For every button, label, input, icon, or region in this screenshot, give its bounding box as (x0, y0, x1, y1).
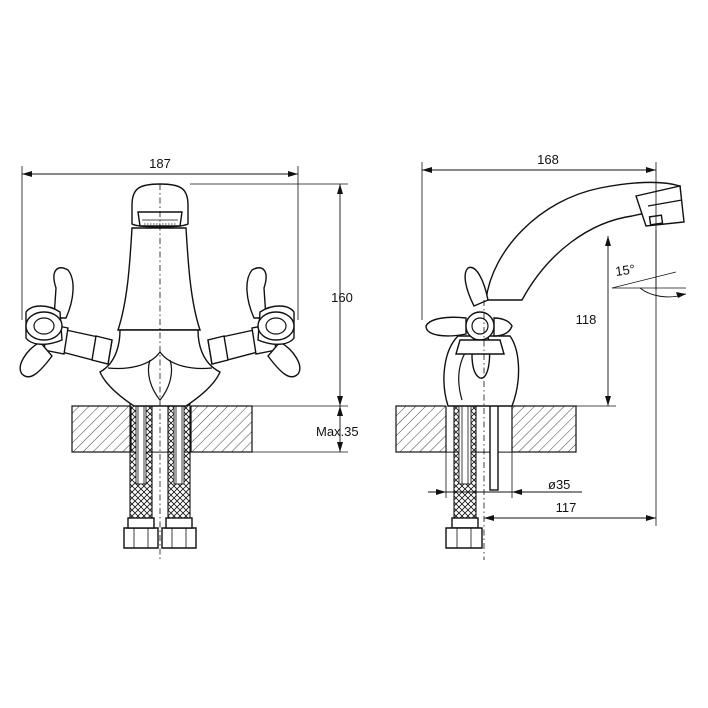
front-countertop (71, 400, 253, 453)
front-width-label: 187 (149, 156, 171, 171)
side-dimension-lines (421, 162, 687, 526)
spout-height-label: 118 (576, 312, 597, 327)
spout-reach-label: 117 (556, 500, 577, 515)
front-right-valve (207, 267, 301, 378)
front-hoses (123, 403, 197, 549)
side-faucet-body (425, 181, 685, 407)
spout-angle-label: 15° (614, 261, 636, 279)
front-height-label: 160 (331, 290, 353, 305)
side-countertop (395, 400, 577, 453)
front-left-valve (19, 267, 113, 378)
side-hoses (445, 403, 499, 549)
front-dimension-lines (21, 166, 348, 453)
hole-diameter-label: ø35 (548, 477, 570, 492)
countertop-max-label: Max.35 (316, 424, 359, 439)
side-view: 168 118 15° ø35 117 (395, 152, 687, 560)
side-width-label: 168 (537, 152, 559, 167)
front-view: 187 160 Max.35 (19, 156, 359, 560)
front-faucet-body (99, 183, 221, 407)
